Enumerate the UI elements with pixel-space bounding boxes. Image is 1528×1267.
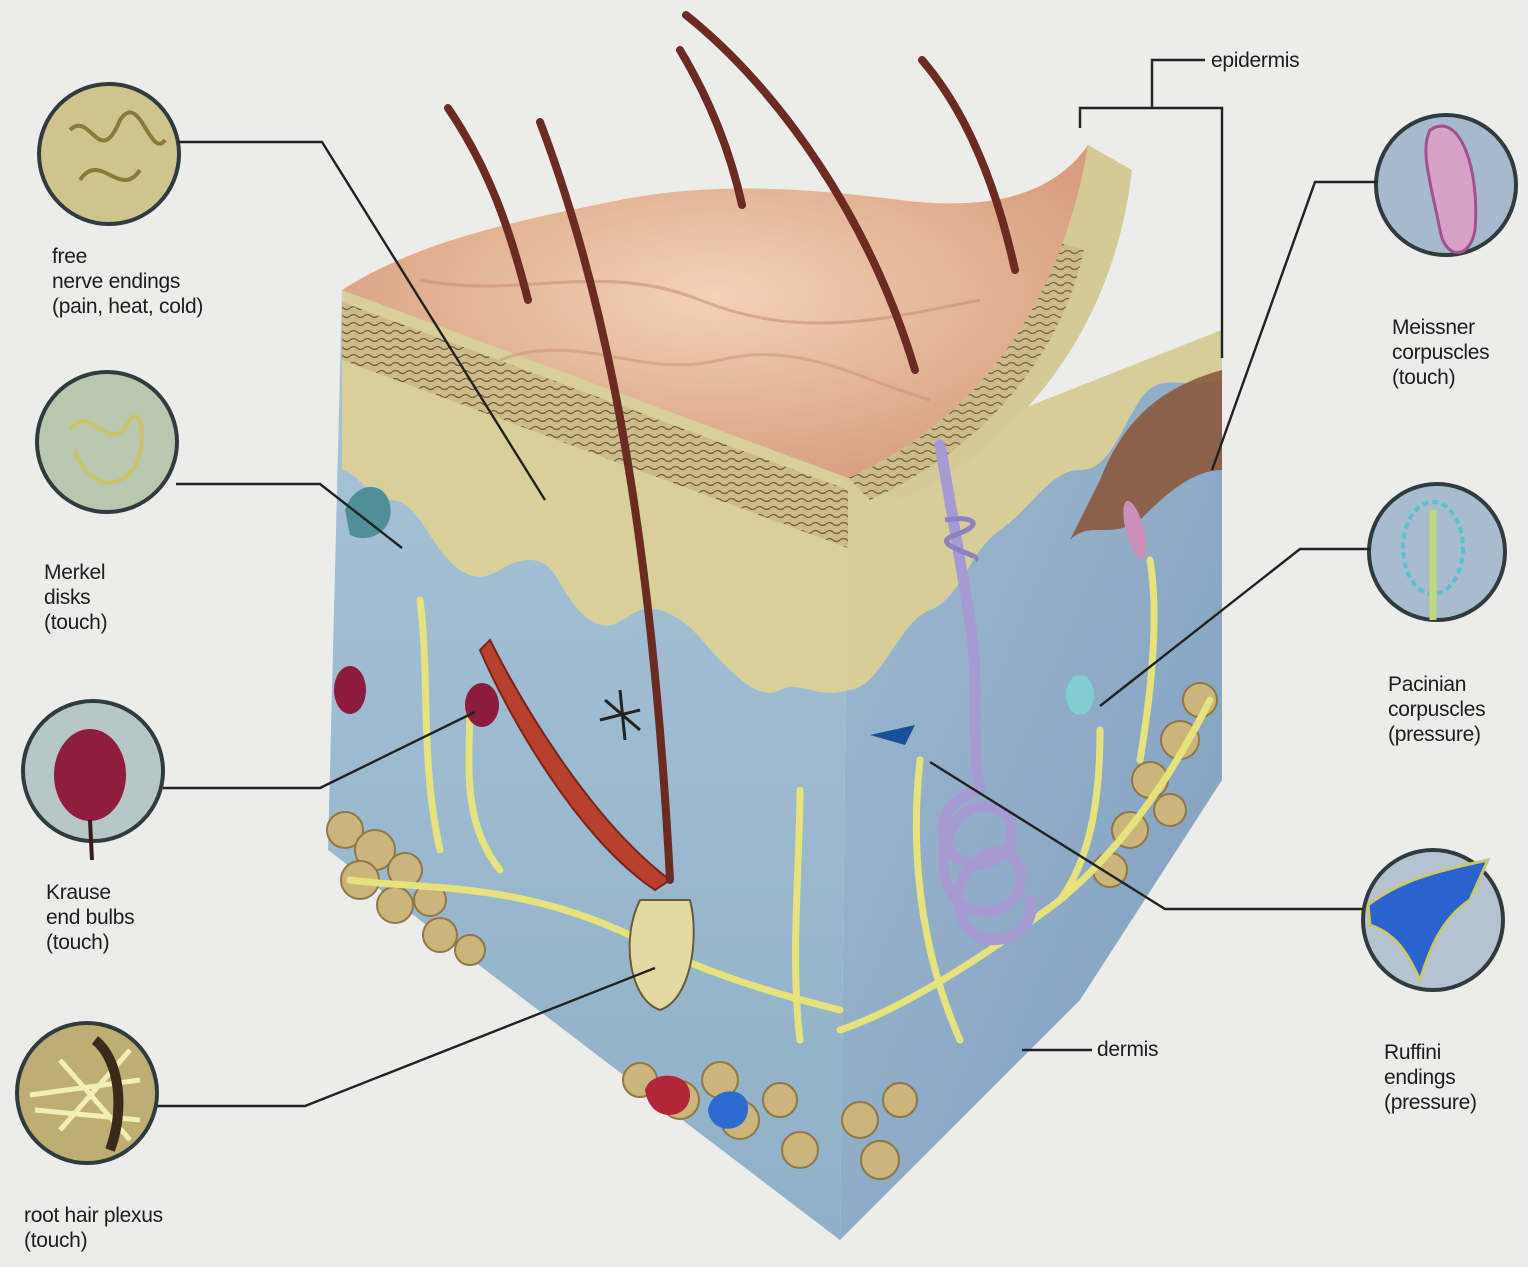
free-nerve-inset	[39, 84, 179, 224]
root-hair-plexus-label: root hair plexus (touch)	[24, 1203, 163, 1253]
meissner-line-3: (touch)	[1392, 365, 1489, 390]
epidermis-label-text: epidermis	[1211, 48, 1299, 73]
krause-bulb-block	[465, 683, 499, 727]
free-nerve-endings-line-1: free	[52, 244, 203, 269]
meissner-corpuscles-label: Meissner corpuscles (touch)	[1392, 315, 1489, 390]
ruffini-endings-label: Ruffini endings (pressure)	[1384, 1040, 1477, 1115]
red-corpuscle-bottom	[645, 1076, 690, 1115]
free-nerve-endings-label: free nerve endings (pain, heat, cold)	[52, 244, 203, 319]
merkel-inset	[37, 372, 177, 512]
root-hair-line-2: (touch)	[24, 1228, 163, 1253]
ruffini-line-3: (pressure)	[1384, 1090, 1477, 1115]
krause-line-2: end bulbs	[46, 905, 134, 930]
free-nerve-endings-line-2: nerve endings	[52, 269, 203, 294]
root-hair-inset	[17, 1023, 157, 1163]
ruffini-inset	[1363, 850, 1503, 990]
dermis-label: dermis	[1097, 1037, 1158, 1062]
krause-end-bulbs-label: Krause end bulbs (touch)	[46, 880, 134, 955]
dermis-label-text: dermis	[1097, 1037, 1158, 1062]
ruffini-line-2: endings	[1384, 1065, 1477, 1090]
free-nerve-endings-line-3: (pain, heat, cold)	[52, 294, 203, 319]
pacinian-corpuscles-label: Pacinian corpuscles (pressure)	[1388, 672, 1485, 747]
meissner-inset	[1376, 115, 1516, 255]
merkel-disks-label: Merkel disks (touch)	[44, 560, 107, 635]
root-hair-line-1: root hair plexus	[24, 1203, 163, 1228]
krause-inset	[23, 701, 163, 860]
meissner-line-1: Meissner	[1392, 315, 1489, 340]
ruffini-line-1: Ruffini	[1384, 1040, 1477, 1065]
krause-line-3: (touch)	[46, 930, 134, 955]
merkel-disks-line-3: (touch)	[44, 610, 107, 635]
pacinian-line-1: Pacinian	[1388, 672, 1485, 697]
krause-line-1: Krause	[46, 880, 134, 905]
pacinian-inset	[1369, 484, 1505, 620]
pacinian-line-2: corpuscles	[1388, 697, 1485, 722]
epidermis-label: epidermis	[1211, 48, 1299, 73]
meissner-line-2: corpuscles	[1392, 340, 1489, 365]
krause-bulb-block-2	[334, 666, 366, 714]
pacinian-line-3: (pressure)	[1388, 722, 1485, 747]
merkel-disks-line-1: Merkel	[44, 560, 107, 585]
pacinian-block	[1066, 675, 1094, 715]
merkel-disks-line-2: disks	[44, 585, 107, 610]
skin-block	[327, 15, 1222, 1240]
